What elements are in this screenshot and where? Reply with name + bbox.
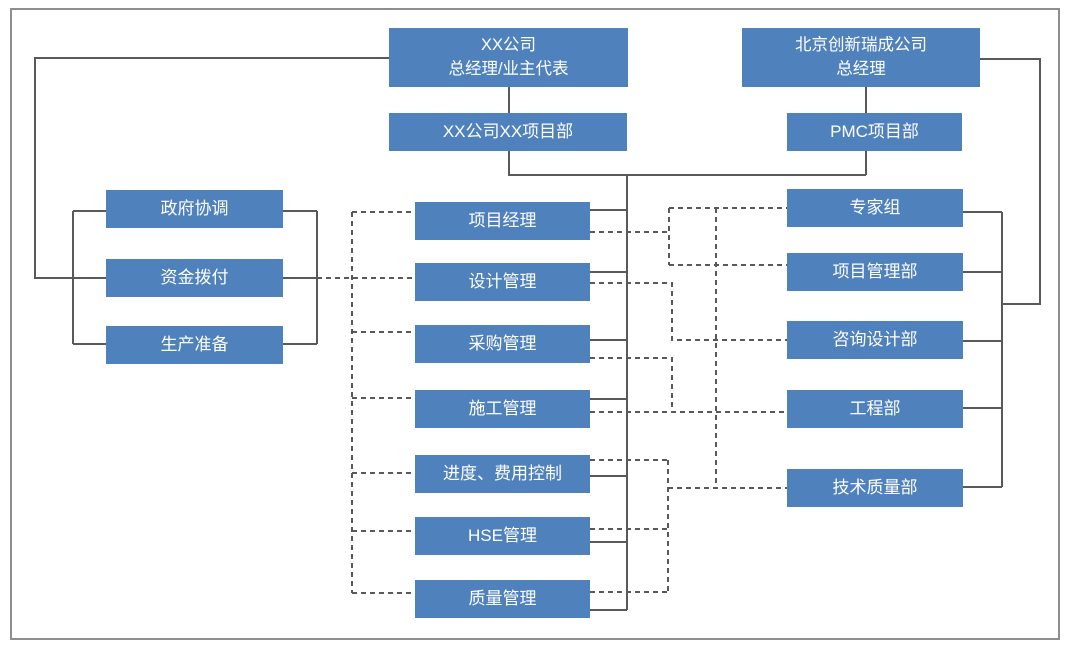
- node-engineering-dept: 工程部: [787, 390, 963, 428]
- node-owner-gm: XX公司 总经理/业主代表: [389, 28, 628, 87]
- pmc-gm-right-line: [980, 58, 1041, 305]
- node-owner-gm-line1: XX公司: [480, 35, 536, 54]
- node-hse-mgmt: HSE管理: [415, 517, 590, 555]
- node-tech-quality-dept: 技术质量部: [787, 469, 963, 507]
- node-owner-project-dept: XX公司XX项目部: [389, 113, 627, 151]
- node-quality-mgmt: 质量管理: [415, 580, 590, 618]
- node-fund-allocation: 资金拨付: [106, 259, 283, 297]
- node-pmc-project-dept: PMC项目部: [787, 113, 962, 151]
- node-schedule-cost-control: 进度、费用控制: [415, 455, 590, 493]
- node-expert-group: 专家组: [787, 189, 963, 227]
- solid-connectors: [34, 57, 1041, 611]
- node-design-mgmt: 设计管理: [415, 263, 590, 301]
- node-consulting-design-dept: 咨询设计部: [787, 321, 963, 359]
- node-pmc-gm-line2: 总经理: [836, 59, 886, 78]
- dashed-connectors: [317, 207, 787, 594]
- owner-gm-to-fund-line: [34, 57, 389, 279]
- node-project-mgmt-dept: 项目管理部: [787, 253, 963, 291]
- owner-dept-down-line: [508, 151, 866, 176]
- node-pmc-gm-line1: 北京创新瑞成公司: [795, 35, 927, 54]
- node-construction-mgmt: 施工管理: [415, 390, 590, 428]
- diagram-border: [10, 8, 1060, 640]
- node-production-prep: 生产准备: [106, 326, 283, 364]
- node-project-manager: 项目经理: [415, 202, 590, 240]
- node-gov-coordination: 政府协调: [106, 190, 283, 228]
- dashed-design-to-consulting: [590, 282, 787, 341]
- node-procurement-mgmt: 采购管理: [415, 325, 590, 363]
- node-pmc-gm: 北京创新瑞成公司 总经理: [742, 28, 980, 87]
- node-owner-gm-line2: 总经理/业主代表: [448, 59, 569, 78]
- dashed-procurement-link: [590, 357, 673, 412]
